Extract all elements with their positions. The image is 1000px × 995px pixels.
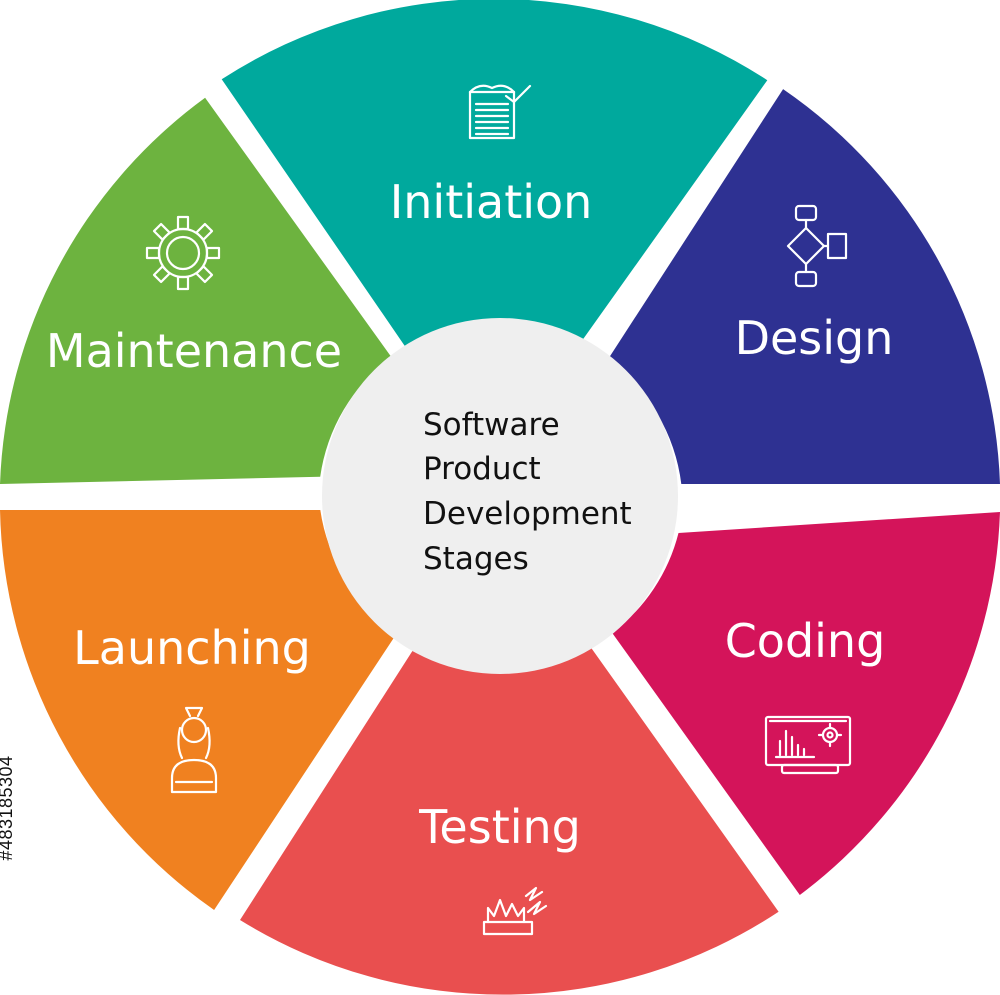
stock-image-id: #483185304	[0, 755, 16, 861]
label-testing: Testing	[418, 800, 581, 854]
label-maintenance: Maintenance	[46, 324, 342, 378]
label-initiation: Initiation	[390, 175, 593, 229]
document-check-icon	[468, 84, 532, 140]
person-launch-icon	[170, 706, 218, 794]
label-design: Design	[735, 311, 894, 365]
segment-launching	[0, 510, 398, 910]
segment-coding	[612, 512, 1000, 895]
flowchart-icon	[786, 204, 848, 288]
label-coding: Coding	[725, 614, 886, 668]
monitor-gear-icon	[764, 715, 852, 775]
gear-icon	[145, 215, 221, 291]
segment-maintenance	[0, 97, 392, 485]
segment-testing	[240, 644, 779, 995]
center-circle	[322, 318, 678, 674]
lightning-test-icon	[482, 886, 548, 936]
center-title: Software Product Development Stages	[423, 407, 642, 577]
segment-initiation	[221, 0, 768, 347]
label-launching: Launching	[73, 621, 311, 675]
